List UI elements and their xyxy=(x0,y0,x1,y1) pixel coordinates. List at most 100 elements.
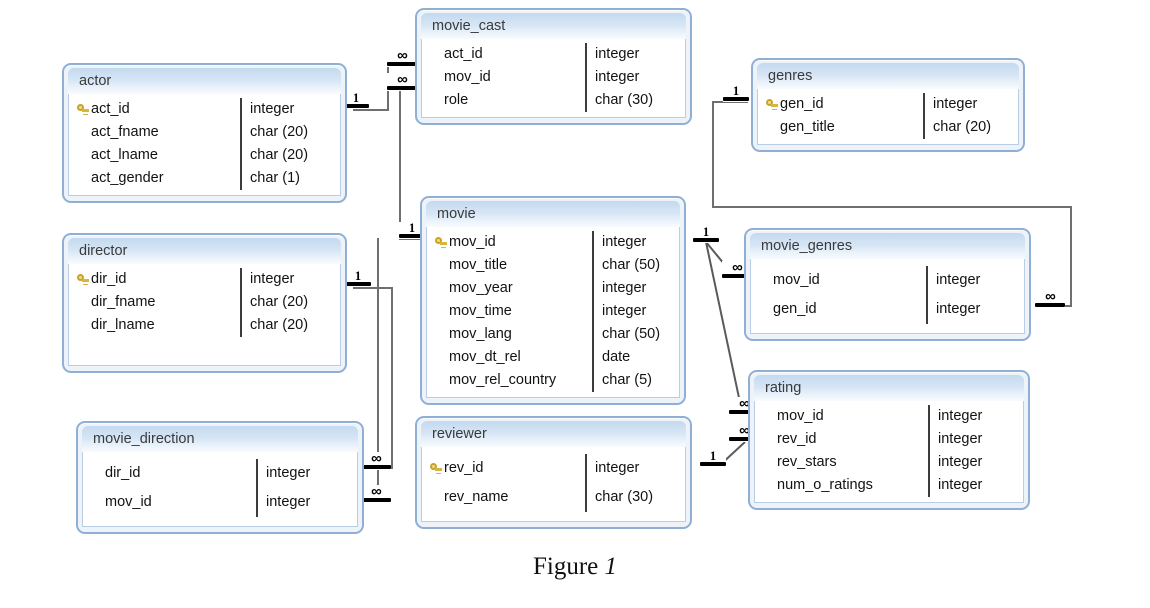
entity-movie-cast-body: act_id mov_id role integer integer char … xyxy=(421,39,686,118)
no-key-slot xyxy=(75,121,91,144)
field-type: char (30) xyxy=(595,489,654,505)
figure-caption-number: 1 xyxy=(604,553,618,580)
field-row: mov_id xyxy=(89,488,249,517)
field-type: integer xyxy=(602,303,647,319)
field-row: mov_lang xyxy=(433,323,585,346)
field-type: char (20) xyxy=(933,119,992,135)
entity-director-field-names: dir_id dir_fname dir_lname xyxy=(69,268,242,337)
field-row: num_o_ratings xyxy=(761,474,921,497)
no-key-slot xyxy=(761,451,777,474)
connector-actor-cast-h1 xyxy=(353,109,389,111)
cardinality-director-one: 1 xyxy=(345,270,371,287)
entity-movie-genres-body: mov_id gen_id integer integer xyxy=(750,259,1025,334)
field-type: integer xyxy=(250,271,295,287)
field-type: integer xyxy=(595,46,640,62)
no-key-slot xyxy=(75,291,91,314)
entity-actor[interactable]: actor act_id act_fname act_lname act_gen… xyxy=(62,63,347,203)
entity-genres-title: genres xyxy=(757,63,1019,89)
entity-movie-genres[interactable]: movie_genres mov_id gen_id integer integ… xyxy=(744,228,1031,341)
entity-reviewer-field-names: rev_id rev_name xyxy=(422,454,587,512)
cardinality-genres-one: 1 xyxy=(723,85,749,102)
field-row: gen_id xyxy=(757,295,919,324)
connector-movie-cast-h1 xyxy=(399,238,421,240)
field-row: rev_id xyxy=(428,454,578,483)
entity-movie-direction[interactable]: movie_direction dir_id mov_id integer in… xyxy=(76,421,364,534)
field-row: mov_time xyxy=(433,300,585,323)
no-key-slot xyxy=(428,43,444,66)
entity-director[interactable]: director dir_id dir_fname dir_lname inte… xyxy=(62,233,347,373)
field-row: rev_id xyxy=(761,428,921,451)
entity-movie-cast[interactable]: movie_cast act_id mov_id role integer in… xyxy=(415,8,692,125)
field-type: char (20) xyxy=(250,124,309,140)
connector-genres-h1 xyxy=(712,101,748,103)
no-key-slot xyxy=(761,405,777,428)
field-type: char (50) xyxy=(602,326,661,342)
entity-rating-field-names: mov_id rev_id rev_stars num_o_ratings xyxy=(755,405,930,497)
entity-director-field-types: integer char (20) char (20) xyxy=(242,268,340,337)
cardinality-cast-many-movie: ∞ xyxy=(387,72,417,91)
cardinality-actor-one: 1 xyxy=(343,92,369,109)
entity-reviewer-body: rev_id rev_name integer char (30) xyxy=(421,447,686,522)
field-type: integer xyxy=(602,280,647,296)
entity-movie-body: mov_id mov_title mov_year mov_time mov_l… xyxy=(426,227,680,398)
entity-reviewer-title: reviewer xyxy=(421,421,686,447)
primary-key-icon xyxy=(433,231,449,254)
entity-movie-cast-field-types: integer integer char (30) xyxy=(587,43,685,112)
no-key-slot xyxy=(433,346,449,369)
entity-director-title: director xyxy=(68,238,341,264)
no-key-slot xyxy=(761,474,777,497)
field-row: mov_id xyxy=(428,66,578,89)
field-type: char (30) xyxy=(595,92,654,108)
field-row: act_gender xyxy=(75,167,233,190)
field-row: mov_id xyxy=(757,266,919,295)
no-key-slot xyxy=(433,323,449,346)
cardinality-movie-one-right: 1 xyxy=(693,226,719,243)
field-row: gen_title xyxy=(764,116,916,139)
no-key-slot xyxy=(75,144,91,167)
entity-movie-genres-field-types: integer integer xyxy=(928,266,1024,324)
field-row: mov_id xyxy=(761,405,921,428)
field-row: act_fname xyxy=(75,121,233,144)
field-type: integer xyxy=(938,408,983,424)
field-row: mov_title xyxy=(433,254,585,277)
field-type: integer xyxy=(266,494,311,510)
field-type: integer xyxy=(938,454,983,470)
no-key-slot xyxy=(433,300,449,323)
field-type: integer xyxy=(602,234,647,250)
entity-genres[interactable]: genres gen_id gen_title integer char (20… xyxy=(751,58,1025,152)
no-key-slot xyxy=(75,314,91,337)
no-key-slot xyxy=(761,428,777,451)
no-key-slot xyxy=(428,66,444,89)
primary-key-icon xyxy=(428,457,444,480)
field-row: rev_name xyxy=(428,483,578,512)
entity-movie-genres-title: movie_genres xyxy=(750,233,1025,259)
connector-genres-v2 xyxy=(1070,206,1072,307)
no-key-slot xyxy=(89,462,105,485)
field-row: dir_fname xyxy=(75,291,233,314)
field-type: char (50) xyxy=(602,257,661,273)
cardinality-direction-many-dir: ∞ xyxy=(361,451,391,470)
no-key-slot xyxy=(433,369,449,392)
field-row: gen_id xyxy=(764,93,916,116)
entity-movie-cast-title: movie_cast xyxy=(421,13,686,39)
entity-movie[interactable]: movie mov_id mov_title mov_year mov_time… xyxy=(420,196,686,405)
no-key-slot xyxy=(433,254,449,277)
field-row: act_lname xyxy=(75,144,233,167)
entity-reviewer[interactable]: reviewer rev_id rev_name integer char (3… xyxy=(415,416,692,529)
field-row: act_id xyxy=(428,43,578,66)
entity-movie-cast-field-names: act_id mov_id role xyxy=(422,43,587,112)
entity-movie-direction-field-names: dir_id mov_id xyxy=(83,459,258,517)
no-key-slot xyxy=(757,269,773,292)
entity-actor-field-names: act_id act_fname act_lname act_gender xyxy=(69,98,242,190)
entity-genres-field-names: gen_id gen_title xyxy=(758,93,925,139)
entity-actor-body: act_id act_fname act_lname act_gender in… xyxy=(68,94,341,196)
cardinality-movie-genres-many-gen: ∞ xyxy=(1035,289,1065,308)
field-type: integer xyxy=(936,301,981,317)
no-key-slot xyxy=(433,277,449,300)
entity-genres-field-types: integer char (20) xyxy=(925,93,1018,139)
entity-movie-field-names: mov_id mov_title mov_year mov_time mov_l… xyxy=(427,231,594,392)
field-type: integer xyxy=(936,272,981,288)
entity-rating[interactable]: rating mov_id rev_id rev_stars num_o_rat… xyxy=(748,370,1030,510)
entity-rating-field-types: integer integer integer integer xyxy=(930,405,1023,497)
